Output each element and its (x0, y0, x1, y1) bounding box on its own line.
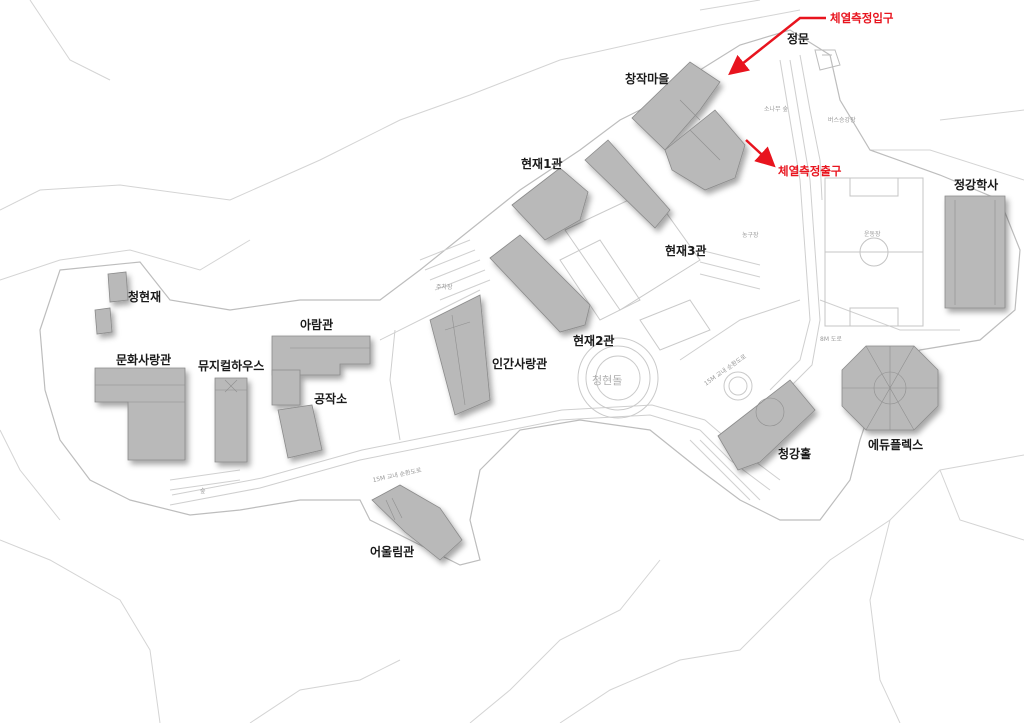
label-field: 운동장 (864, 231, 881, 238)
label-gongjakso: 공작소 (314, 392, 348, 406)
hyeonjae1-building (511, 167, 589, 241)
label-forest: 숲 (200, 488, 206, 495)
building-details (95, 99, 996, 521)
label-ingan-sarang: 인간사랑관 (492, 357, 548, 371)
hyeonjae2-building (489, 234, 591, 333)
gongjakso-building (271, 369, 301, 406)
temperature-check-arrows (728, 16, 826, 168)
label-basketball: 농구장 (742, 232, 759, 239)
label-aram: 아람관 (300, 318, 334, 332)
label-cheonggang-hall: 청강홀 (778, 447, 812, 461)
label-bus-stop: 버스승강장 (828, 117, 856, 124)
label-temp-check-exit: 체열측정출구 (778, 164, 842, 178)
label-road-8m: 8M 도로 (820, 336, 842, 343)
label-changjak-maeul: 창작마을 (625, 72, 670, 86)
label-temp-check-entrance: 체열측정입구 (830, 11, 894, 25)
bus-stop (814, 49, 841, 71)
parking-area (169, 239, 761, 501)
label-parking: 주차장 (436, 284, 453, 291)
munhwa-sarang-building (94, 367, 186, 461)
label-cheonghyeonjae: 청현재 (128, 290, 162, 304)
label-hyeonjae1: 현재1관 (521, 157, 563, 171)
label-munhwa-sarang: 문화사랑관 (116, 353, 172, 367)
buildings (94, 61, 1006, 561)
eoullim-building (371, 484, 463, 561)
hyeonjae3-building (584, 139, 671, 229)
sports-field (824, 177, 924, 327)
jeonggang-haksa-building (944, 195, 1006, 309)
label-hyeonjae2: 현재2관 (573, 334, 615, 348)
ingan-sarang-building (429, 294, 491, 416)
entrance-arrow (728, 16, 826, 76)
exit-arrow (745, 139, 776, 168)
label-eoullim: 어울림관 (370, 545, 415, 559)
label-hyeonjae3: 현재3관 (665, 244, 707, 258)
label-sonamu: 소나무 숲 (764, 106, 788, 113)
label-edu-plex: 에듀플렉스 (868, 438, 924, 452)
musical-house-building (214, 377, 248, 463)
label-cheonghyeon-dol: 청현돌 (592, 374, 623, 387)
cheonghyeonjae-building (107, 271, 129, 303)
label-jeonggang-haksa: 정강학사 (954, 178, 999, 192)
aram-building (271, 335, 371, 376)
central-plaza (559, 189, 753, 419)
changjak-maeul-building (631, 61, 721, 151)
label-jeongmun: 정문 (787, 32, 810, 46)
label-musical-house: 뮤지컬하우스 (198, 359, 265, 373)
cheonggang-hall-building (717, 379, 816, 471)
